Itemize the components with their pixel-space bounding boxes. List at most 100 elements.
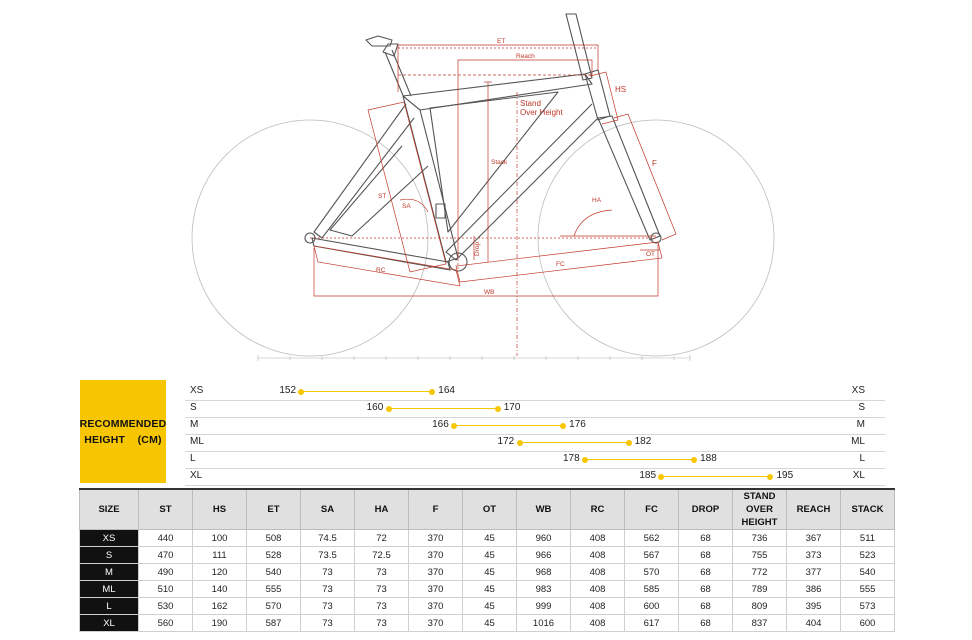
label-ha: HA (592, 197, 602, 204)
table-cell: 370 (408, 529, 463, 547)
label-hs: HS (615, 85, 626, 94)
table-cell: 68 (678, 529, 733, 547)
recommended-min-dot (451, 422, 458, 429)
table-cell: 73 (300, 614, 355, 632)
recommended-max-dot (429, 388, 436, 395)
table-cell: 809 (732, 597, 787, 615)
table-cell: 736 (732, 529, 787, 547)
table-cell: 370 (408, 580, 463, 598)
table-cell: 45 (462, 580, 517, 598)
recommended-min-value: 172 (497, 436, 515, 447)
label-reach: Reach (516, 53, 535, 60)
table-cell: 587 (246, 614, 301, 632)
recommended-height-title: RECOMMENDED HEIGHT (CM) (80, 380, 166, 483)
recommended-title-line1: RECOMMENDED (79, 417, 167, 430)
recommended-title-line2: HEIGHT (CM) (84, 433, 162, 446)
recommended-min-dot (385, 405, 392, 412)
recommended-size-right: M (856, 419, 865, 430)
table-cell: 45 (462, 546, 517, 564)
recommended-size-left: XL (190, 470, 203, 481)
recommended-min-value: 166 (432, 419, 449, 430)
table-cell: 386 (786, 580, 841, 598)
table-cell: 100 (192, 529, 247, 547)
recommended-size-right: ML (851, 436, 865, 447)
table-cell: 370 (408, 563, 463, 581)
label-stack: Stack (491, 159, 508, 166)
size-cell: S (79, 546, 139, 564)
table-cell: 73 (354, 614, 409, 632)
recommended-max-value: 182 (634, 436, 652, 447)
table-cell: 68 (678, 563, 733, 581)
table-cell: 600 (624, 597, 679, 615)
table-cell: 408 (570, 529, 625, 547)
header-fc: FC (624, 488, 679, 530)
label-wb: WB (484, 289, 494, 296)
header-ha: HA (354, 488, 409, 530)
recommended-size-right: L (859, 453, 865, 464)
recommended-range-bar (454, 425, 564, 426)
header-et: ET (246, 488, 301, 530)
recommended-size-left: M (190, 419, 199, 430)
table-cell: 72 (354, 529, 409, 547)
header-wb: WB (516, 488, 571, 530)
recommended-size-right: XL (852, 470, 865, 481)
label-st: ST (378, 193, 386, 200)
label-rc: RC (376, 267, 386, 274)
table-cell: 45 (462, 614, 517, 632)
table-cell: 370 (408, 614, 463, 632)
size-cell: XL (79, 614, 139, 632)
recommended-max-dot (767, 473, 774, 480)
table-cell: 408 (570, 563, 625, 581)
header-f: F (408, 488, 463, 530)
table-cell: 772 (732, 563, 787, 581)
table-cell: 555 (840, 580, 895, 598)
label-drop: Drop (474, 242, 481, 256)
table-cell: 510 (138, 580, 193, 598)
header-stack: STACK (840, 488, 895, 530)
recommended-max-value: 170 (503, 402, 521, 413)
table-cell: 528 (246, 546, 301, 564)
table-cell: 530 (138, 597, 193, 615)
recommended-range-bar (585, 459, 695, 460)
header-drop: DROP (678, 488, 733, 530)
recommended-max-value: 195 (776, 470, 794, 481)
recommended-min-value: 152 (279, 385, 297, 396)
table-cell: 140 (192, 580, 247, 598)
recommended-min-dot (298, 388, 305, 395)
recommended-size-left: S (190, 402, 197, 413)
table-cell: 73.5 (300, 546, 355, 564)
recommended-row-m: M M 166 176 (185, 417, 885, 435)
table-cell: 45 (462, 529, 517, 547)
table-cell: 570 (624, 563, 679, 581)
table-cell: 523 (840, 546, 895, 564)
table-cell: 511 (840, 529, 895, 547)
recommended-max-value: 176 (569, 419, 586, 430)
table-cell: 555 (246, 580, 301, 598)
header-ot: OT (462, 488, 517, 530)
table-cell: 377 (786, 563, 841, 581)
recommended-min-value: 178 (563, 453, 580, 464)
recommended-min-value: 160 (366, 402, 384, 413)
table-cell: 540 (246, 563, 301, 581)
dimension-lines (310, 44, 677, 356)
recommended-size-right: XS (851, 385, 865, 396)
frame-outline (304, 13, 662, 272)
table-cell: 74.5 (300, 529, 355, 547)
recommended-min-dot (658, 473, 665, 480)
recommended-max-value: 164 (438, 385, 455, 396)
table-cell: 73 (354, 597, 409, 615)
table-cell: 567 (624, 546, 679, 564)
table-cell: 68 (678, 614, 733, 632)
size-cell: XS (79, 529, 139, 547)
table-cell: 440 (138, 529, 193, 547)
